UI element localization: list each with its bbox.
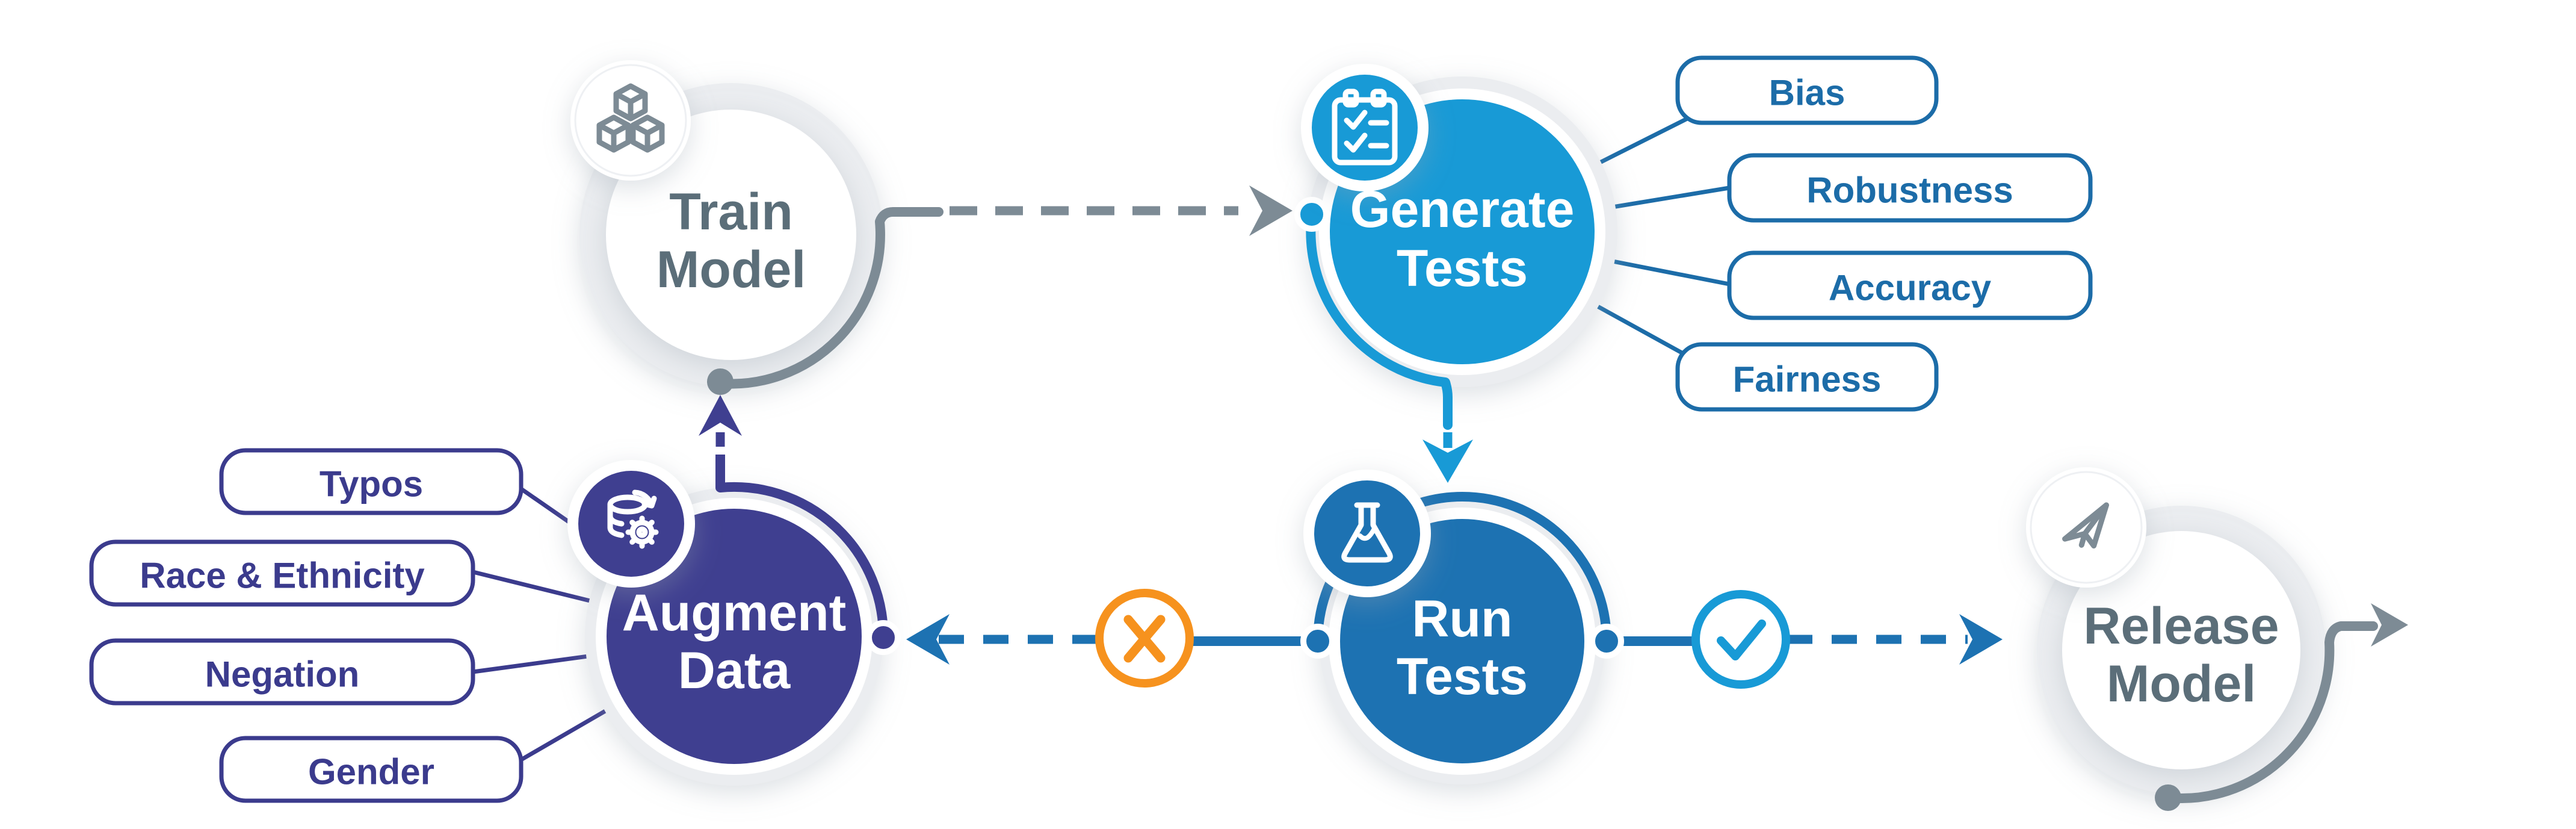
tag-bias-label: Bias (1769, 73, 1846, 113)
tag-fairness-box (1675, 342, 1939, 412)
tag-race-ethnicity-box (89, 539, 475, 607)
augmentation-category-tags: Typos Race & Ethnicity Negation Gender (89, 448, 524, 803)
checklist-icon (1332, 88, 1398, 166)
augment-data-badge (567, 460, 695, 588)
release-exit-arrowhead (2371, 603, 2408, 647)
tag-robustness-box (1727, 153, 2093, 223)
flow-arrows (699, 185, 2408, 803)
generate-tests-label-line2: Tests (1397, 240, 1528, 297)
tag-robustness: Robustness (1727, 153, 2093, 223)
augment-data-arc (715, 455, 889, 638)
tag-bias: Bias (1675, 55, 1939, 125)
release-model-arc (2163, 621, 2378, 803)
tag-accuracy: Accuracy (1727, 250, 2093, 320)
generate-to-run-arrowhead (1422, 439, 1473, 483)
train-to-generate-arrowhead (1249, 185, 1293, 236)
cubes-icon (596, 83, 665, 153)
run-tests-left-dot (1300, 624, 1335, 659)
release-model-circle (2062, 531, 2300, 769)
augment-to-train-arrowhead (699, 395, 742, 436)
badges (567, 60, 2146, 597)
tag-typos-label: Typos (320, 464, 423, 505)
tag-fairness-label: Fairness (1733, 359, 1882, 400)
release-model-dot (2155, 784, 2181, 811)
augment-data-label-line2: Data (678, 642, 791, 700)
release-model-label-line1: Release (2083, 597, 2279, 655)
tag-robustness-label: Robustness (1806, 170, 2013, 211)
train-model-label-line2: Model (656, 241, 806, 299)
check-circle-icon (1691, 590, 1790, 689)
x-circle-icon (1095, 589, 1194, 688)
tag-fairness: Fairness (1675, 342, 1939, 412)
train-model-badge (570, 60, 691, 181)
run-tests-label-line1: Run (1412, 590, 1512, 648)
tag-gender: Gender (219, 736, 524, 803)
release-model-label-line2: Model (2107, 655, 2256, 713)
pass-to-release-arrowhead (1959, 614, 2003, 665)
train-model-circle (606, 110, 856, 360)
fail-to-augment-arrowhead (906, 614, 950, 665)
augment-data-label-line1: Augment (622, 584, 847, 642)
database-gear-icon (607, 489, 659, 549)
tag-race-ethnicity: Race & Ethnicity (89, 539, 475, 607)
train-model-dot (707, 368, 734, 395)
status-icons (1095, 589, 1790, 689)
release-model-badge (2026, 467, 2146, 588)
anchor-dots (707, 197, 2181, 811)
augment-data-dot (866, 620, 901, 655)
tag-gender-box (219, 736, 524, 803)
train-model-arc (716, 207, 944, 389)
tag-negation-label: Negation (205, 654, 360, 695)
node-labels: Train Model Generate Tests Augment Data … (622, 181, 2279, 713)
flask-icon (1341, 502, 1393, 563)
train-model-label-line1: Train (669, 183, 793, 241)
tag-accuracy-label: Accuracy (1829, 268, 1992, 308)
paper-plane-icon (2062, 502, 2109, 549)
generate-tests-arc (1306, 210, 1453, 430)
generate-tests-left-dot (1294, 197, 1329, 232)
run-tests-badge (1303, 470, 1431, 597)
tag-gender-label: Gender (308, 752, 434, 792)
tag-race-ethnicity-label: Race & Ethnicity (140, 556, 425, 596)
tag-accuracy-box (1727, 250, 2093, 320)
tag-bias-box (1675, 55, 1939, 125)
tag-negation: Negation (89, 638, 475, 706)
run-tests-label-line2: Tests (1397, 648, 1528, 706)
run-tests-right-dot (1589, 624, 1624, 659)
test-category-tags: Bias Robustness Accuracy Fairness (1675, 55, 2093, 412)
tag-negation-box (89, 638, 475, 706)
generate-tests-badge (1301, 64, 1429, 191)
tag-typos: Typos (219, 448, 524, 515)
tag-typos-box (219, 448, 524, 515)
generate-tests-label-line1: Generate (1350, 181, 1575, 238)
